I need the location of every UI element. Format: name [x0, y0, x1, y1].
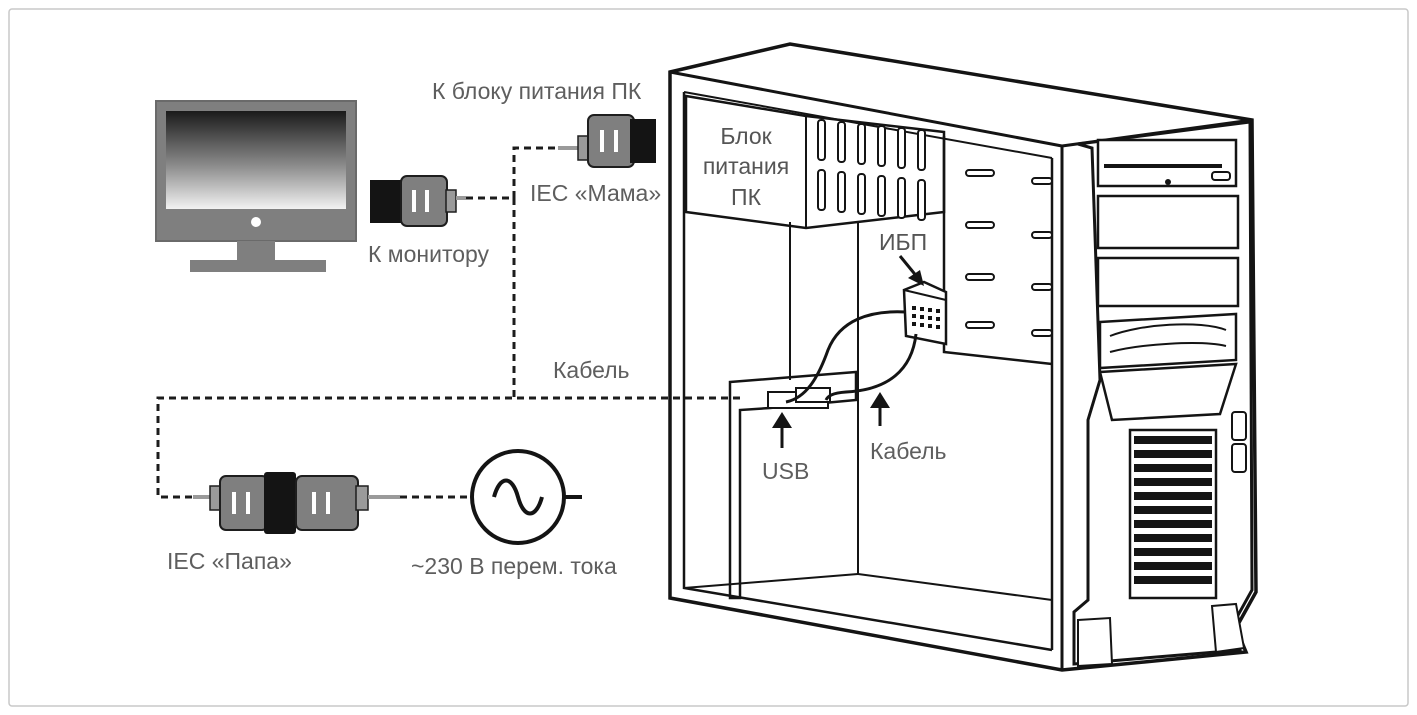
- label-to-psu: К блоку питания ПК: [432, 78, 642, 104]
- diagram-frame: [8, 8, 1409, 707]
- label-psu-line3: ПК: [731, 184, 762, 210]
- ups-cables: [785, 310, 918, 404]
- label-iec-female: IEC «Мама»: [530, 180, 661, 206]
- label-cable-bottom: Кабель: [870, 438, 947, 464]
- arrow-icon: [898, 255, 924, 286]
- label-usb: USB: [762, 458, 809, 484]
- label-ac-source: ~230 В перем. тока: [411, 553, 617, 579]
- label-psu-line1: Блок: [720, 123, 772, 149]
- ac-source-icon: [470, 449, 582, 545]
- iec-connector-icon: [193, 472, 400, 534]
- dashed-cable: [156, 146, 740, 499]
- ups-device-icon: [902, 280, 948, 346]
- arrow-icon: [870, 392, 890, 426]
- label-psu-line2: питания: [703, 153, 789, 179]
- iec-connector-icon: [558, 114, 656, 168]
- label-ups: ИБП: [879, 229, 927, 255]
- monitor-icon: [155, 100, 357, 272]
- arrow-icon: [772, 412, 792, 448]
- label-cable-top: Кабель: [553, 357, 630, 383]
- label-iec-male: IEC «Папа»: [167, 548, 292, 574]
- iec-connector-icon: [370, 175, 466, 227]
- label-to-monitor: К монитору: [368, 241, 490, 267]
